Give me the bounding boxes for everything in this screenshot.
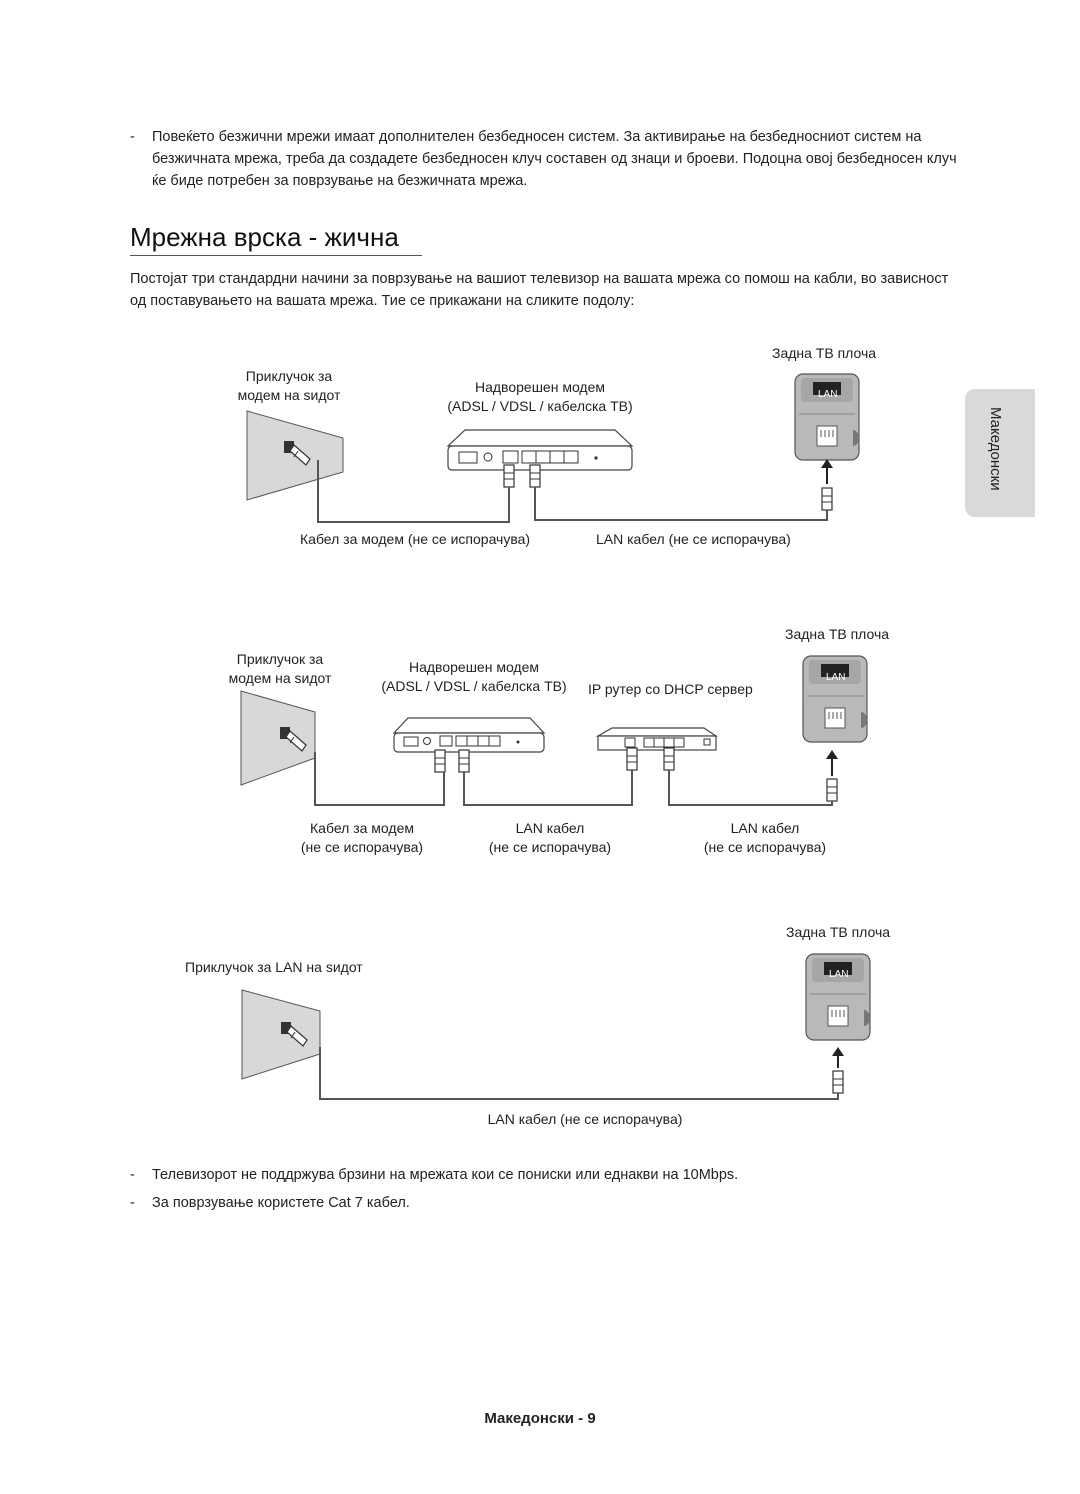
- ip-router: [595, 727, 718, 751]
- cable-label-2-3a: LAN кабел: [730, 820, 800, 836]
- lan-wall-socket-label: Приклучок за LAN на ѕидот: [185, 959, 363, 975]
- tv-back-panel-label-2: Задна ТВ плоча: [785, 626, 890, 642]
- cable-label-2-2a: LAN кабел: [515, 820, 585, 836]
- wall-socket-label-2b: модем на ѕидот: [228, 670, 332, 686]
- title-underline: [130, 255, 422, 256]
- router-label: IP рутер со DHCP сервер: [588, 681, 753, 697]
- wall-socket-label-1a: Приклучок за: [245, 368, 333, 384]
- wall-socket-label-1b: модем на ѕидот: [237, 387, 341, 403]
- cable-label-2-2b: (не се испорачува): [488, 839, 612, 855]
- tv-back-panel-label-3: Задна ТВ плоча: [786, 924, 891, 940]
- diagram-1: [246, 373, 860, 523]
- diagram-3: [241, 953, 871, 1100]
- wall-socket-3: [241, 989, 321, 1080]
- modem-label-2a: Надворешен модем: [408, 659, 540, 675]
- speed-note-text: Телевизорот не поддржува брзини на мрежа…: [152, 1167, 739, 1183]
- cable-note-text: За поврзување користете Cat 7 кабел.: [152, 1195, 410, 1211]
- modem-label-1a: Надворешен модем: [474, 379, 606, 395]
- bullet-dash: -: [130, 1195, 135, 1211]
- modem-label-1b: (ADSL / VDSL / кабелска ТВ): [447, 398, 633, 414]
- side-tab-label: Македонски: [987, 407, 1004, 491]
- bullet-dash: -: [130, 129, 135, 145]
- modem-1: [446, 429, 634, 471]
- wall-socket-label-2a: Приклучок за: [236, 651, 324, 667]
- cable-label-2-3b: (не се испорачува): [703, 839, 827, 855]
- lan-cable-label-1: LAN кабел (не се испорачува): [596, 531, 791, 547]
- intro-paragraph: Постојат три стандардни начини за поврзу…: [130, 271, 949, 309]
- page-footer: Македонски - 9: [484, 1410, 596, 1427]
- cable-label-2-1b: (не се испорачува): [300, 839, 424, 855]
- page-title: Мрежна врска - жична: [130, 222, 399, 252]
- diagram-2: [240, 655, 868, 806]
- wall-socket-2: [240, 690, 316, 786]
- modem-cable-label-1: Кабел за модем (не се испорачува): [300, 531, 531, 547]
- lan-badge-2: LAN: [826, 672, 846, 683]
- cable-label-2-1a: Кабел за модем: [310, 820, 414, 836]
- bullet-dash: -: [130, 1167, 135, 1183]
- lan-badge-1: LAN: [818, 389, 838, 400]
- tv-back-panel-label-1: Задна ТВ плоча: [772, 345, 877, 361]
- lan-cable-label-3: LAN кабел (не се испорачува): [487, 1111, 683, 1127]
- modem-2: [392, 717, 546, 753]
- modem-label-2b: (ADSL / VDSL / кабелска ТВ): [381, 678, 567, 694]
- security-note-text: Повеќето безжични мрежи имаат дополнител…: [152, 129, 957, 189]
- language-side-tab: Македонски: [965, 389, 1035, 517]
- lan-badge-3: LAN: [829, 969, 849, 980]
